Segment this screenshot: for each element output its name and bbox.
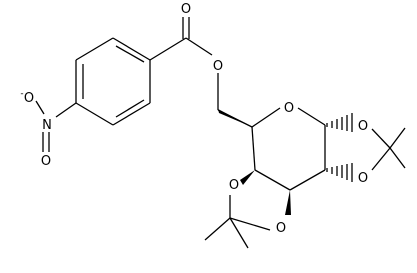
charge-label: - [20,89,23,99]
methyl-bond [389,127,406,149]
atom-label: O [358,171,368,186]
pyranose-ring: O [218,101,326,191]
dioxolane-right: O O [326,113,406,186]
wedge-bond [218,109,252,127]
benzene-ring [75,37,151,126]
bond [55,102,77,118]
nitro-group: O - N O [20,89,77,169]
bond [229,217,271,231]
atom-label: O [181,2,191,17]
bond [75,37,114,61]
methyl-bond [229,217,249,249]
atom-label: N [42,118,52,133]
bond [251,107,281,128]
wedge-bond [240,170,255,185]
atom-label: O [284,101,294,116]
bond [185,37,213,56]
bond [289,169,326,191]
bond [75,102,114,126]
dioxolane-left: O O [204,170,291,249]
hashed-bond [326,113,353,132]
atom-label: O [229,178,239,193]
bond [112,37,151,61]
ester-group: O O [149,2,253,128]
atom-label: O [213,59,223,74]
atom-label: O [358,119,368,134]
atom-label: O [24,91,34,106]
bond [149,37,187,61]
wedge-bond [285,190,291,215]
methyl-bond [389,147,406,169]
atom-label: O [276,221,286,236]
aromatic-double-bond [115,99,145,118]
bond [371,128,391,149]
bond [251,126,256,171]
bond [254,169,291,191]
bond [35,100,45,115]
bond [112,102,151,126]
bond [297,107,326,126]
atom-label: O [41,154,51,169]
aromatic-double-bond [115,45,145,63]
methyl-bond [204,217,231,241]
hashed-bond [326,163,353,182]
bond [371,147,391,171]
